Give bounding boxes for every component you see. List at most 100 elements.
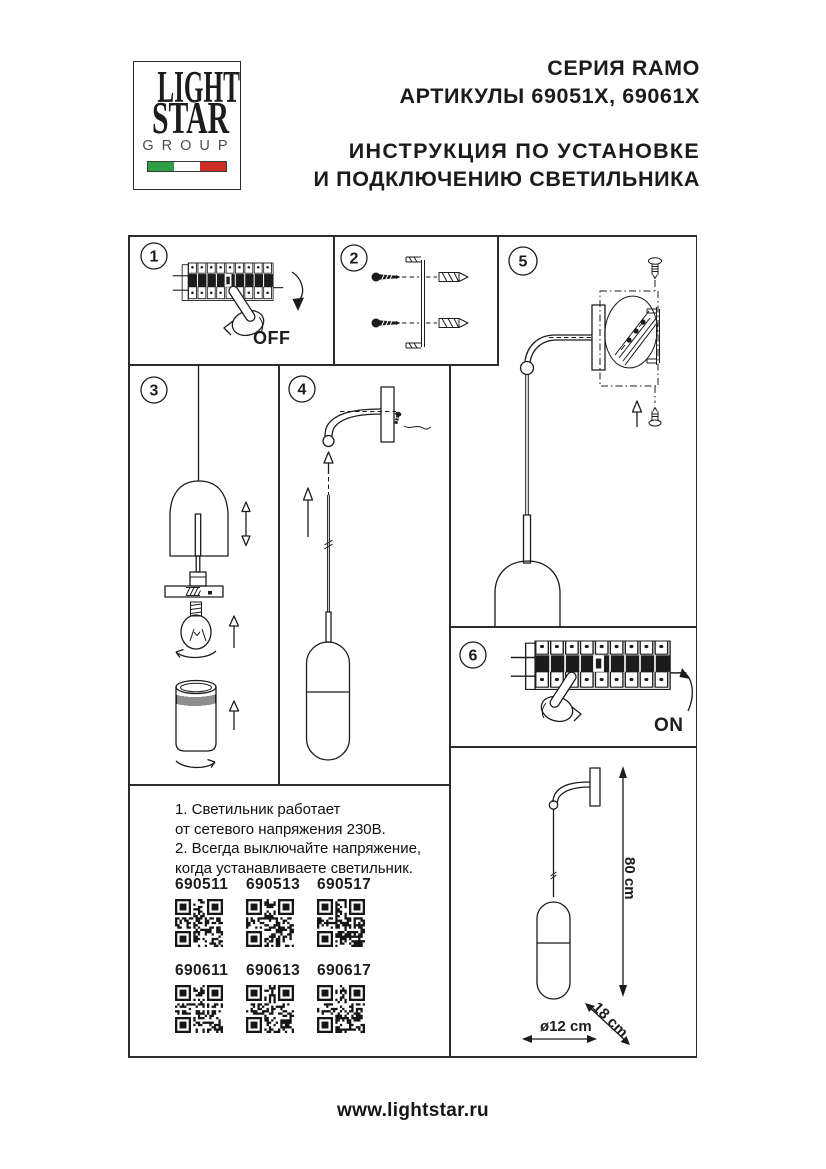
step-number-circle xyxy=(288,375,316,403)
grid-divider-p5-p6 xyxy=(449,626,697,628)
inner-rod xyxy=(194,513,202,557)
qr-article-number: 690617 xyxy=(317,962,372,979)
off-label: OFF xyxy=(253,328,291,348)
diameter-dimension-arrow xyxy=(522,1035,597,1043)
qr-row-2: 690611 690613 690617 xyxy=(175,962,372,1033)
qr-article-number: 690613 xyxy=(246,962,301,979)
step-number: 1 xyxy=(150,249,159,266)
grid-divider-p2-p5 xyxy=(497,235,499,365)
wall-plate xyxy=(589,767,601,807)
step2-diagram-fixings: 2 xyxy=(340,244,469,349)
grid-divider-p6-pd xyxy=(449,746,697,748)
grid-border-bottom xyxy=(128,1056,697,1058)
lightstar-logo: LIGHT STAR GROUP xyxy=(133,61,241,190)
flag-green xyxy=(148,162,174,171)
depth-dimension-arrow xyxy=(585,1003,630,1045)
step-number: 5 xyxy=(519,254,528,271)
header-titles: СЕРИЯ RAMO АРТИКУЛЫ 69051X, 69061X ИНСТР… xyxy=(314,54,700,193)
up-down-arrow-icon xyxy=(241,501,251,547)
capsule-shade xyxy=(536,901,571,1000)
qr-code xyxy=(175,899,223,947)
qr-article-number: 690611 xyxy=(175,962,229,979)
mounting-bracket-icon xyxy=(405,256,425,349)
shade-stem xyxy=(325,611,332,643)
qr-code xyxy=(246,985,294,1033)
grid-divider-row1 xyxy=(128,364,499,366)
socket-stem xyxy=(195,555,201,573)
mounting-plate-outline xyxy=(599,290,659,387)
grid-divider-p3-p4 xyxy=(278,364,280,785)
on-label: ON xyxy=(654,715,684,736)
step-number-circle xyxy=(140,242,168,270)
lamp-arm xyxy=(519,334,592,376)
qr-item: 690611 xyxy=(175,962,229,1033)
qr-code xyxy=(317,899,365,947)
wall-plate xyxy=(591,304,606,371)
instruction-title-line1: ИНСТРУКЦИЯ ПО УСТАНОВКЕ xyxy=(348,139,700,163)
attach-up-arrow-icon xyxy=(323,451,334,495)
qr-item: 690513 xyxy=(246,876,301,947)
small-screw-icon xyxy=(394,411,432,430)
up-arrow-icon xyxy=(228,615,240,648)
hanging-rod xyxy=(324,495,333,612)
grid-border-right xyxy=(695,235,698,1057)
circuit-breaker-icon xyxy=(172,262,284,301)
step-number: 4 xyxy=(298,382,307,399)
lamp-arm xyxy=(322,408,396,448)
grid-divider-p4-notes xyxy=(128,784,451,786)
height-dimension-label: 80 cm xyxy=(621,857,638,900)
note-line: от сетевого напряжения 230В. xyxy=(175,820,386,838)
step-number: 3 xyxy=(150,383,159,400)
circuit-breaker-icon xyxy=(509,640,688,691)
step3-diagram-shade-and-bulb: 3 xyxy=(140,364,251,769)
pointing-hand-icon xyxy=(537,669,582,727)
mounting-plate xyxy=(164,585,224,598)
lamp-arm xyxy=(548,781,591,810)
italian-flag-icon xyxy=(147,161,227,172)
note-line: 2. Всегда выключайте напряжение, xyxy=(175,840,422,857)
safety-notes: 1. Светильник работает от сетевого напря… xyxy=(128,784,450,1057)
hanging-rod xyxy=(550,809,557,897)
series-title: СЕРИЯ RAMO xyxy=(547,56,700,80)
diameter-dimension-label: ø12 cm xyxy=(540,1018,592,1035)
light-bulb-icon xyxy=(180,601,212,650)
qr-code xyxy=(175,985,223,1033)
qr-item: 690613 xyxy=(246,962,301,1033)
logo-word-star: STAR xyxy=(152,93,230,143)
lamp-socket xyxy=(189,571,207,587)
rotate-arrow-icon xyxy=(175,758,216,769)
flag-red xyxy=(200,162,226,171)
note-line: 1. Светильник работает xyxy=(175,801,341,818)
insert-up-arrow-icon xyxy=(631,400,643,427)
up-arrow-icon xyxy=(302,487,314,537)
step-number-circle xyxy=(508,246,538,276)
screw-icon xyxy=(648,257,662,279)
switch-down-arrow-icon xyxy=(291,271,304,311)
step-number-circle xyxy=(340,244,368,272)
dome-shade xyxy=(169,480,229,557)
lamp-rod xyxy=(522,375,532,564)
step5-diagram-wall-mounting: 5 xyxy=(494,246,662,627)
wall-plate xyxy=(380,386,395,443)
articles-title: АРТИКУЛЫ 69051X, 69061X xyxy=(399,84,700,108)
grid-border-left xyxy=(128,235,130,1057)
qr-item: 690617 xyxy=(317,962,372,1033)
wall-bracket-icon xyxy=(646,307,660,365)
qr-article-number: 690513 xyxy=(246,876,301,893)
flag-white xyxy=(174,162,200,171)
rotate-arrow-icon xyxy=(175,648,217,659)
qr-article-number: 690511 xyxy=(175,876,229,893)
website-url: www.lightstar.ru xyxy=(337,1100,489,1121)
dome-shade xyxy=(494,560,561,627)
grid-border-top xyxy=(128,235,697,237)
note-line: когда устанавливаете светильник. xyxy=(175,859,413,877)
grid-divider-mid xyxy=(449,364,451,1057)
qr-code xyxy=(246,899,294,947)
qr-item: 690511 xyxy=(175,876,229,947)
height-dimension-arrow xyxy=(619,766,627,997)
step-number: 6 xyxy=(469,648,478,665)
step4-diagram-hang-shade: 4 xyxy=(288,375,432,761)
logo-word-group: GROUP xyxy=(142,138,236,154)
